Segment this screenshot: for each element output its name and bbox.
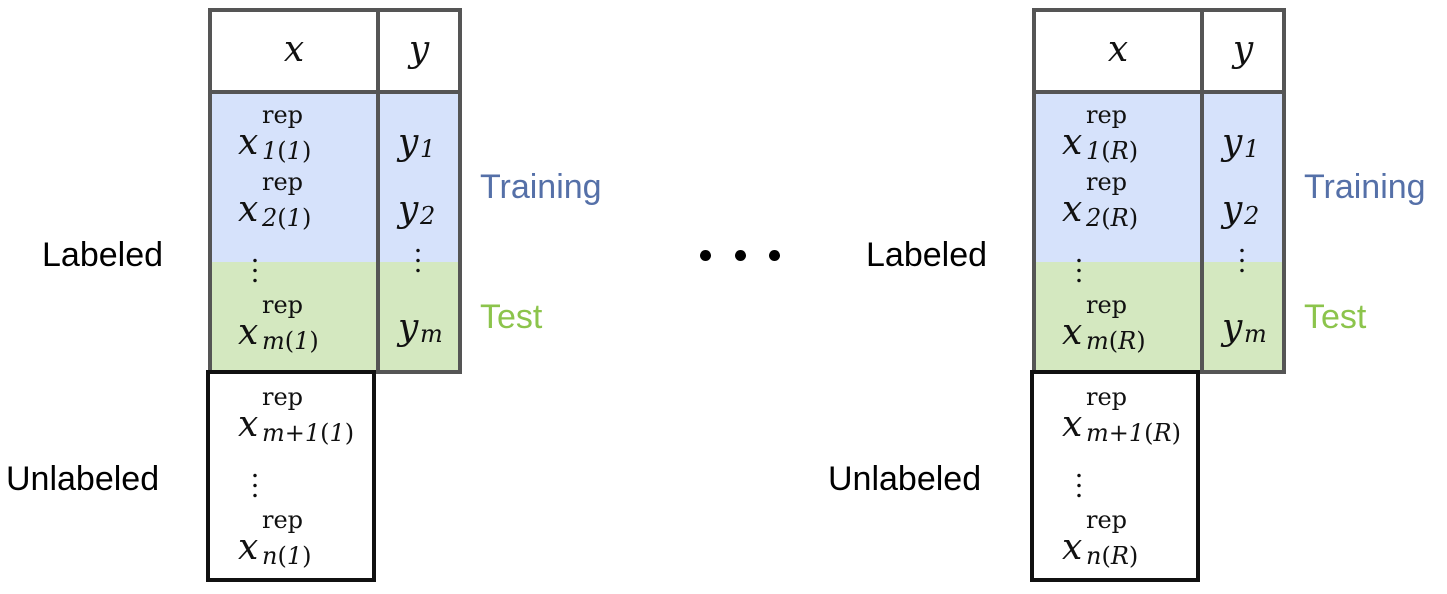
ellipsis-dot bbox=[769, 249, 780, 261]
vertical-dots: ... bbox=[1075, 236, 1083, 289]
column-divider bbox=[1032, 8, 1204, 374]
header-x: x bbox=[1107, 28, 1129, 70]
x-rep-row-m: x rep m(1) bbox=[238, 291, 319, 355]
column-divider bbox=[208, 8, 380, 374]
x-rep-row-m-plus-1: x rep m+1(R) bbox=[1062, 383, 1181, 447]
unlabeled-table bbox=[1030, 370, 1200, 582]
header-y: y bbox=[1232, 28, 1254, 70]
x-rep-row-1: x rep 1(R) bbox=[1062, 101, 1139, 165]
y-m: y m bbox=[1222, 307, 1267, 348]
y-2: y 2 bbox=[1222, 189, 1260, 230]
x-rep-row-n: x rep n(R) bbox=[1062, 506, 1139, 570]
header-y: y bbox=[408, 28, 430, 70]
x-rep-row-2: x rep 2(1) bbox=[238, 168, 312, 232]
training-label: Training bbox=[480, 168, 602, 206]
y-2: y 2 bbox=[398, 189, 436, 230]
labeled-label: Labeled bbox=[42, 236, 164, 274]
header-divider bbox=[208, 8, 462, 94]
training-region bbox=[208, 90, 462, 262]
test-region bbox=[1032, 262, 1286, 374]
x-rep-row-m-plus-1: x rep m+1(1) bbox=[238, 383, 355, 447]
unlabeled-table bbox=[206, 370, 376, 582]
y-m: y m bbox=[398, 307, 443, 348]
test-label: Test bbox=[480, 298, 543, 336]
vertical-dots: ... bbox=[1238, 226, 1246, 279]
training-label: Training bbox=[1304, 168, 1426, 206]
unlabeled-label: Unlabeled bbox=[828, 460, 982, 498]
ellipsis-dot bbox=[734, 249, 746, 261]
vertical-dots: ... bbox=[1075, 451, 1083, 504]
x-rep-row-n: x rep n(1) bbox=[238, 506, 312, 570]
header-x: x bbox=[283, 28, 305, 70]
labeled-label: Labeled bbox=[866, 236, 988, 274]
vertical-dots: ... bbox=[251, 451, 259, 504]
ellipsis-dot bbox=[700, 249, 711, 261]
left-panel: x y x rep 1(1) x rep 2(1) ... x rep m(1)… bbox=[0, 0, 700, 594]
vertical-dots: ... bbox=[414, 226, 422, 279]
x-rep-row-m: x rep m(R) bbox=[1062, 291, 1146, 355]
x-rep-row-2: x rep 2(R) bbox=[1062, 168, 1139, 232]
training-region bbox=[1032, 90, 1286, 262]
right-panel: x y x rep 1(R) x rep 2(R) ... x rep m(R)… bbox=[824, 0, 1447, 594]
test-region bbox=[208, 262, 462, 374]
unlabeled-label: Unlabeled bbox=[6, 460, 160, 498]
y-1: y 1 bbox=[398, 122, 436, 163]
vertical-dots: ... bbox=[251, 236, 259, 289]
test-label: Test bbox=[1304, 298, 1367, 336]
x-rep-row-1: x rep 1(1) bbox=[238, 101, 312, 165]
ellipsis bbox=[700, 235, 780, 275]
y-1: y 1 bbox=[1222, 122, 1260, 163]
header-divider bbox=[1032, 8, 1286, 94]
